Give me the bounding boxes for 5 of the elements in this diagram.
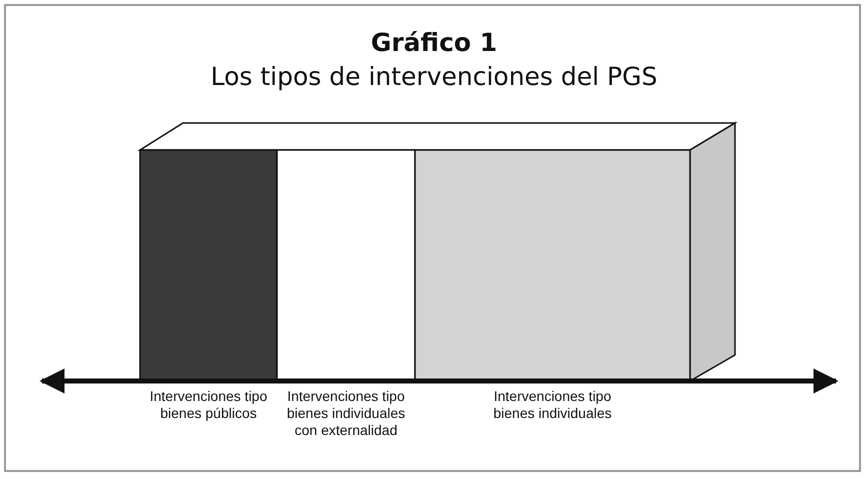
diagram-subtitle: Los tipos de intervenciones del PGS (210, 62, 658, 92)
axis-label: Intervenciones tipo bienes públicos (148, 388, 268, 422)
axis-label: Intervenciones tipo bienes individuales con externalidad (286, 388, 406, 439)
axis-label: Intervenciones tipo bienes individuales (492, 388, 613, 422)
diagram-title: Gráfico 1 (370, 28, 498, 58)
